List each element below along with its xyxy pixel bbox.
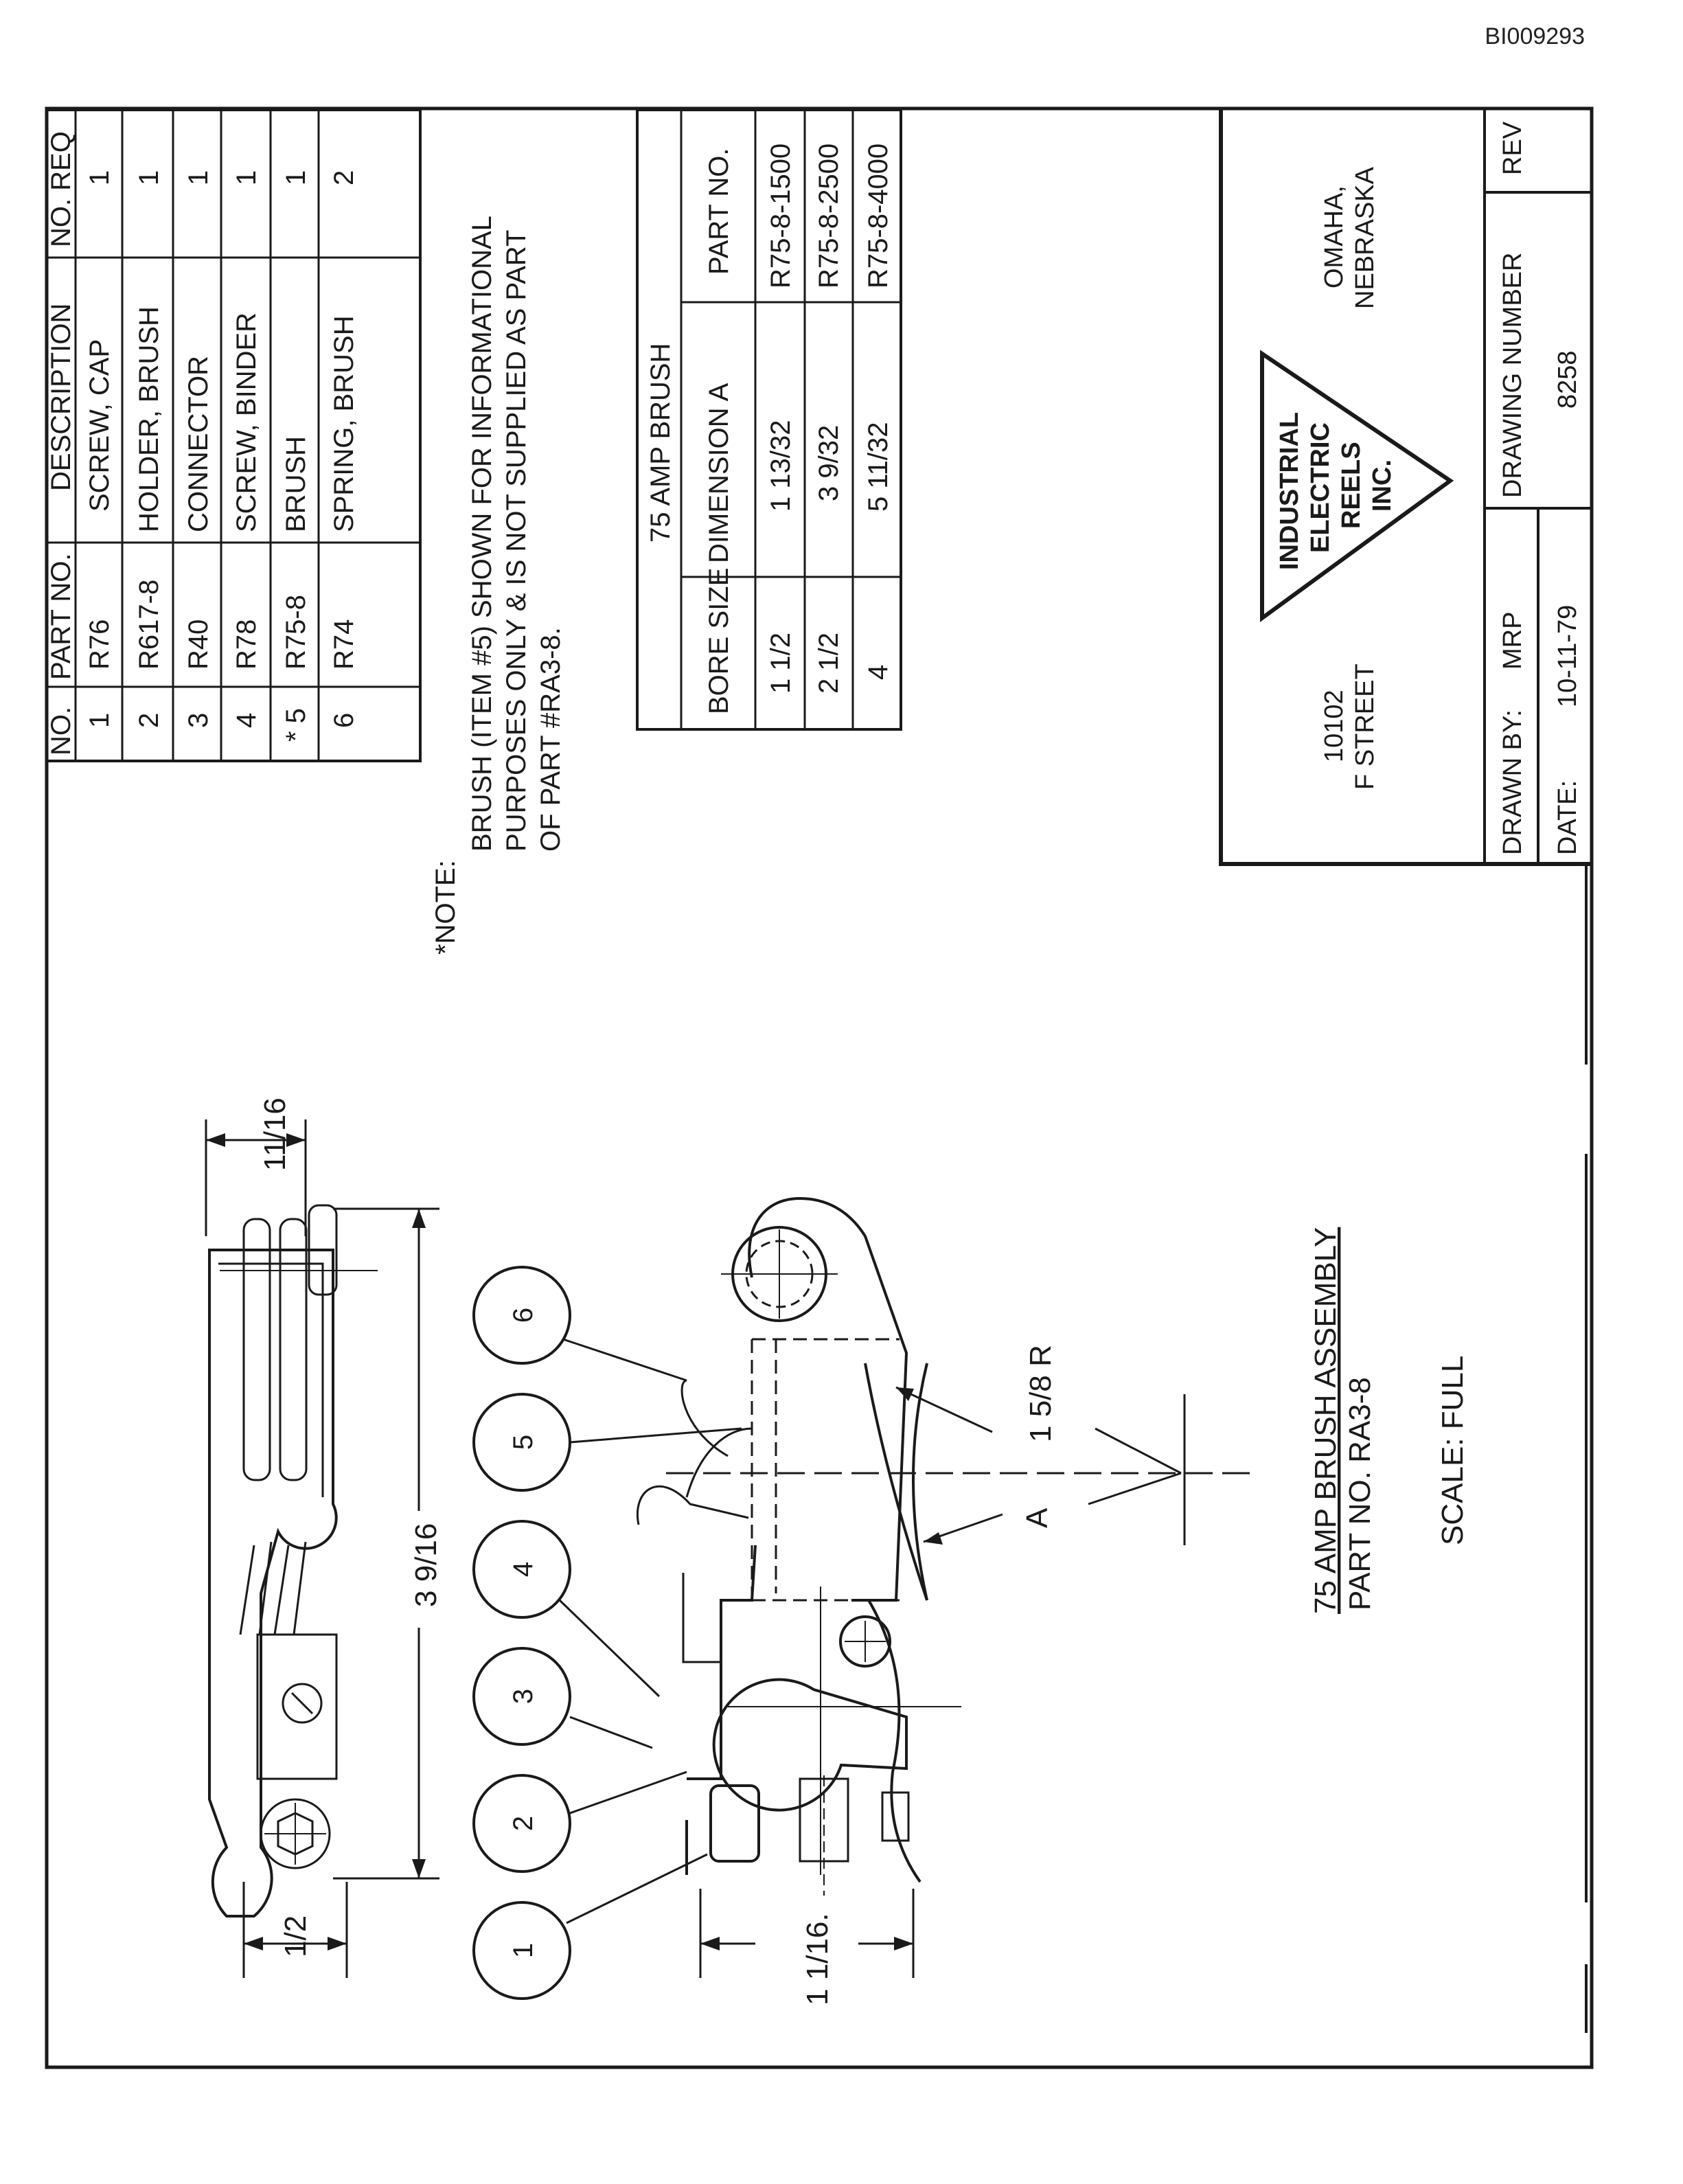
drawing-number-value: 8258 bbox=[1553, 350, 1582, 409]
balloon-6: 6 bbox=[472, 1266, 687, 1382]
parts-row-3-no: 3 bbox=[183, 713, 214, 728]
brush-header-part: PART NO. bbox=[704, 148, 734, 275]
parts-row-4-part: R78 bbox=[231, 619, 262, 670]
brush-header-dim: DIMENSION A bbox=[704, 383, 734, 563]
note-line-3: OF PART #RA3-8. bbox=[536, 627, 566, 852]
city-line-2: NEBRASKA bbox=[1351, 166, 1379, 309]
company-line-1: INDUSTRIAL bbox=[1275, 412, 1304, 570]
parts-row-2-desc: HOLDER, BRUSH bbox=[134, 306, 164, 532]
dim-1-5-8-r: 1 5/8 R bbox=[1024, 1345, 1057, 1442]
parts-row-1-part: R76 bbox=[84, 619, 115, 670]
company-line-4: INC. bbox=[1368, 459, 1397, 512]
assembly-title-text: 75 AMP BRUSH ASSEMBLY bbox=[1309, 1227, 1342, 1614]
address-line-2: F STREET bbox=[1351, 663, 1379, 790]
parts-row-6-part: R74 bbox=[329, 619, 359, 670]
assembly-title: 75 AMP BRUSH ASSEMBLY PART NO. RA3-8 SCA… bbox=[1309, 1227, 1469, 1614]
dim-11-16: 11/16 bbox=[258, 1097, 292, 1171]
parts-row-3-req: 1 bbox=[183, 170, 214, 185]
date-label: DATE: bbox=[1553, 780, 1582, 855]
brush-row-3-bore: 4 bbox=[863, 665, 893, 680]
balloon-1: 1 bbox=[472, 1853, 708, 2000]
brush-row-1-part: R75-8-1500 bbox=[766, 144, 796, 288]
svg-text:5: 5 bbox=[508, 1435, 538, 1450]
parts-header-no: NO. bbox=[46, 707, 76, 755]
parts-row-3-desc: CONNECTOR bbox=[183, 356, 214, 532]
svg-text:2: 2 bbox=[508, 1816, 538, 1831]
company-logo-triangle bbox=[1260, 350, 1454, 622]
parts-row-2-no: 2 bbox=[134, 713, 164, 728]
note-block: *NOTE: BRUSH (ITEM #5) SHOWN FOR INFORMA… bbox=[431, 216, 566, 955]
parts-row-5-desc: BRUSH bbox=[281, 436, 311, 532]
drawn-by-label: DRAWN BY: bbox=[1498, 709, 1527, 855]
parts-row-2-req: 1 bbox=[134, 170, 164, 185]
side-view: 1 5/8 R A 1 1/16. bbox=[637, 1196, 1257, 2005]
assembly-part-no: PART NO. RA3-8 bbox=[1343, 1377, 1377, 1611]
assembly-scale: SCALE: FULL bbox=[1436, 1356, 1469, 1545]
note-line-1: BRUSH (ITEM #5) SHOWN FOR INFORMATIONAL bbox=[467, 216, 497, 852]
parts-row-4-req: 1 bbox=[231, 170, 262, 185]
parts-row-1-req: 1 bbox=[84, 170, 115, 185]
parts-table: NO. PART NO. DESCRIPTION NO. REQ 1 R76 S… bbox=[46, 109, 422, 762]
parts-row-6-req: 2 bbox=[329, 170, 359, 185]
balloon-5: 5 bbox=[472, 1393, 742, 1492]
note-line-2: PURPOSES ONLY & IS NOT SUPPLIED AS PART bbox=[501, 230, 531, 852]
parts-row-1-no: 1 bbox=[84, 713, 115, 728]
brush-row-3-dim: 5 11/32 bbox=[863, 422, 893, 512]
title-block: INDUSTRIAL ELECTRIC REELS INC. 10102 F S… bbox=[1219, 110, 1592, 866]
drawn-by-value: MRP bbox=[1498, 612, 1527, 670]
company-line-3: REELS bbox=[1337, 442, 1366, 529]
brush-header-bore: BORE SIZE bbox=[704, 568, 734, 714]
brush-row-1-dim: 1 13/32 bbox=[766, 420, 796, 512]
dim-1-2: 1/2 bbox=[279, 1915, 312, 1957]
parts-header-req: NO. REQ bbox=[46, 131, 76, 247]
parts-row-1-desc: SCREW, CAP bbox=[84, 339, 115, 512]
brush-row-2-part: R75-8-2500 bbox=[814, 144, 844, 288]
date-value: 10-11-79 bbox=[1553, 605, 1582, 707]
balloon-2: 2 bbox=[472, 1771, 687, 1873]
balloon-3: 3 bbox=[472, 1647, 653, 1749]
brush-table: 75 AMP BRUSH BORE SIZE DIMENSION A PART … bbox=[636, 109, 902, 731]
parts-row-2-part: R617-8 bbox=[134, 580, 164, 670]
bates-number: BI009293 bbox=[1485, 23, 1585, 49]
parts-row-5-req: 1 bbox=[281, 170, 311, 185]
svg-text:3: 3 bbox=[508, 1689, 538, 1704]
parts-header-part: PART NO. bbox=[46, 554, 76, 681]
parts-row-4-desc: SCREW, BINDER bbox=[231, 312, 262, 532]
dim-1-1-16: 1 1/16. bbox=[801, 1913, 834, 2005]
brush-row-3-part: R75-8-4000 bbox=[863, 144, 893, 288]
parts-row-6-desc: SPRING, BRUSH bbox=[329, 315, 359, 532]
parts-row-6-no: 6 bbox=[329, 713, 359, 728]
dim-3-9-16: 3 9/16 bbox=[409, 1523, 443, 1607]
svg-text:6: 6 bbox=[508, 1308, 538, 1323]
parts-row-5-no: * 5 bbox=[281, 708, 311, 742]
rev-label: REV bbox=[1498, 121, 1527, 175]
svg-text:4: 4 bbox=[508, 1562, 538, 1577]
brush-row-2-dim: 3 9/32 bbox=[814, 425, 844, 501]
brush-row-1-bore: 1 1/2 bbox=[766, 633, 796, 694]
svg-text:1: 1 bbox=[508, 1943, 538, 1958]
parts-header-description: DESCRIPTION bbox=[46, 304, 76, 491]
city-line-1: OMAHA, bbox=[1320, 185, 1349, 288]
brush-table-title: 75 AMP BRUSH bbox=[645, 343, 676, 543]
drawing-number-label: DRAWING NUMBER bbox=[1498, 253, 1527, 498]
top-view: 11/16 3 9/16 1/2 bbox=[205, 1097, 443, 1978]
dim-a: A bbox=[1020, 1508, 1054, 1528]
address-line-1: 10102 bbox=[1320, 690, 1349, 762]
brush-row-2-bore: 2 1/2 bbox=[814, 633, 844, 694]
company-line-2: ELECTRIC bbox=[1306, 422, 1335, 553]
drawing-border bbox=[45, 106, 1594, 2069]
note-title: *NOTE: bbox=[431, 860, 461, 955]
parts-row-4-no: 4 bbox=[231, 713, 262, 728]
parts-row-5-part: R75-8 bbox=[281, 595, 311, 670]
balloon-4: 4 bbox=[472, 1520, 661, 1698]
item-balloons: 6 5 4 3 2 bbox=[472, 1266, 742, 2000]
parts-row-3-part: R40 bbox=[183, 619, 214, 670]
